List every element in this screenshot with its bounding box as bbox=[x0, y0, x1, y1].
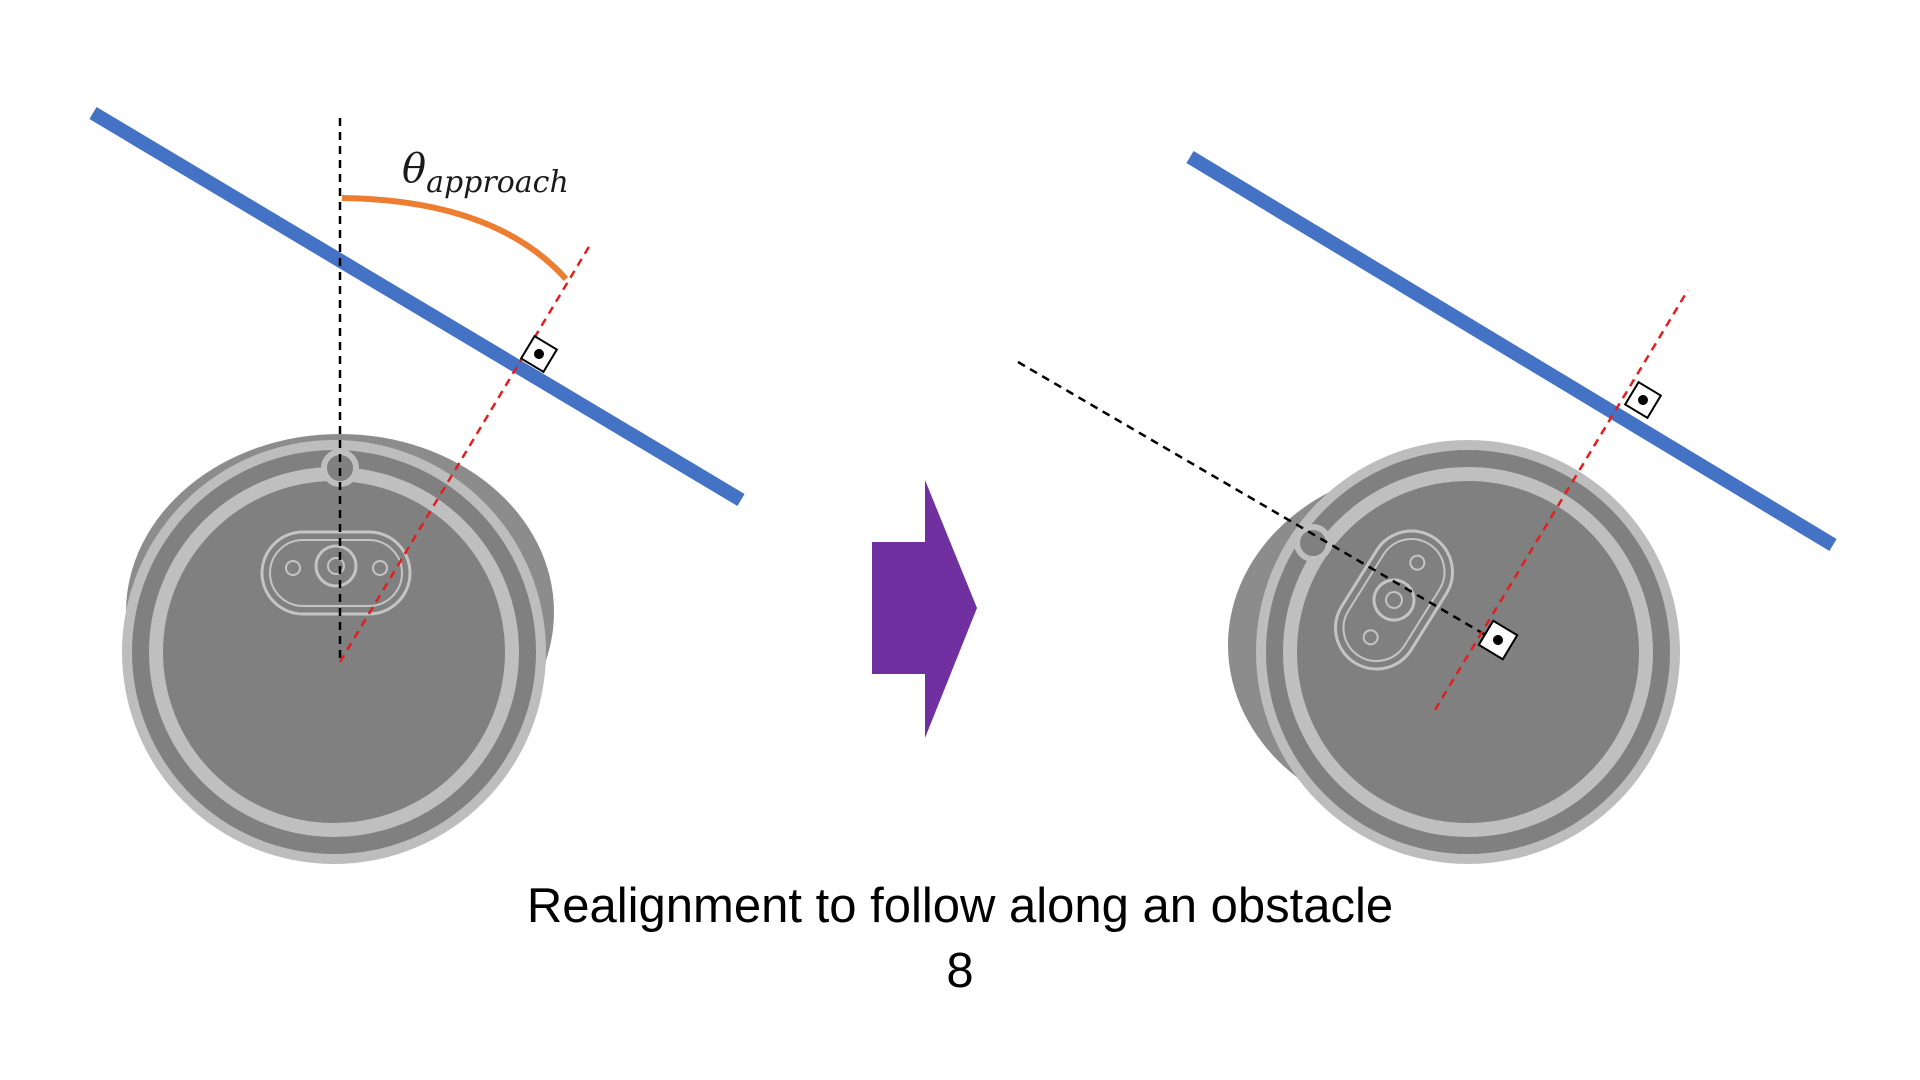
robot-left-top bbox=[132, 450, 536, 854]
right-angle-marker-wall bbox=[1623, 380, 1663, 420]
robot-left-button-panel-inner bbox=[269, 539, 403, 607]
figure-number: 8 bbox=[946, 944, 974, 998]
right-angle-marker-left bbox=[519, 334, 559, 374]
left-panel: θapproach bbox=[89, 106, 745, 864]
robot-right-front-sensor bbox=[1294, 524, 1332, 562]
obstacle-wall-left bbox=[89, 106, 745, 507]
robot-left-button-panel bbox=[260, 530, 412, 616]
robot-right-top bbox=[1266, 450, 1670, 854]
wall-normal-line-right bbox=[1433, 289, 1690, 711]
robot-right bbox=[1228, 440, 1680, 864]
angle-subscript: approach bbox=[426, 165, 569, 200]
figure-caption: Realignment to follow along an obstacle bbox=[526, 879, 1394, 933]
robot-left bbox=[122, 434, 554, 864]
approach-angle-arc bbox=[341, 195, 569, 282]
robot-left-button-left bbox=[285, 560, 301, 576]
obstacle-wall-right bbox=[1186, 151, 1837, 551]
angle-symbol: θ bbox=[402, 146, 426, 192]
wall-normal-line-left bbox=[338, 244, 592, 663]
robot-left-button-center bbox=[314, 544, 358, 588]
approach-angle-label: θapproach bbox=[402, 146, 569, 200]
right-panel bbox=[1017, 151, 1837, 864]
transition-arrow bbox=[872, 480, 977, 738]
robot-left-button-center-inner bbox=[327, 557, 345, 575]
robot-left-button-right bbox=[372, 560, 388, 576]
robot-right-ring bbox=[1283, 467, 1653, 837]
right-angle-marker-robot bbox=[1477, 619, 1519, 661]
robot-right-button-cluster bbox=[1334, 529, 1454, 671]
